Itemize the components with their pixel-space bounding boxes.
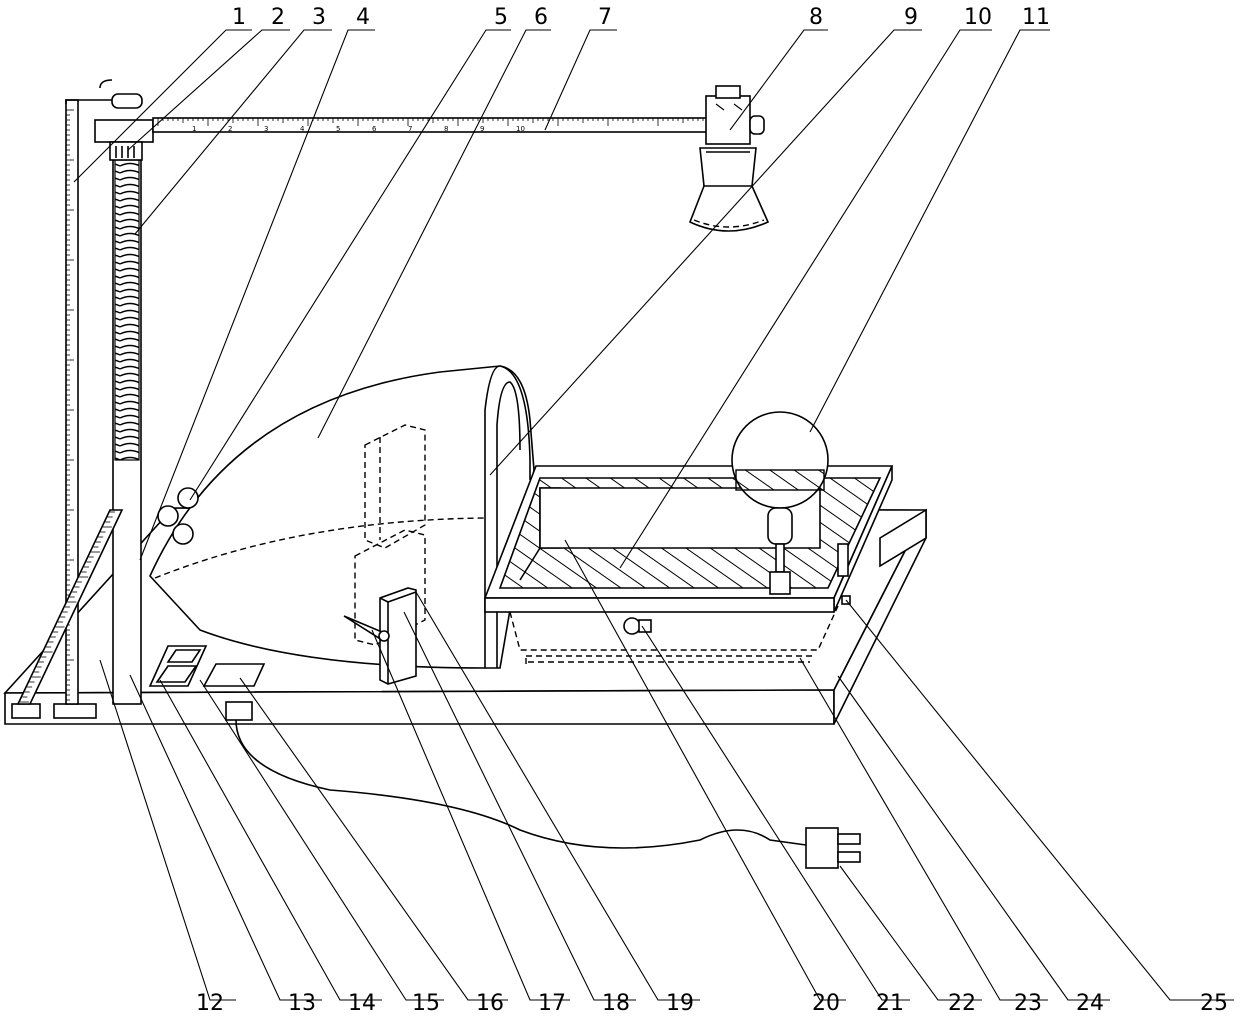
- ruler-tick-label: 5: [336, 125, 340, 133]
- label-10: 10: [964, 5, 992, 30]
- ruler-tick-label: 9: [480, 125, 484, 133]
- ruler-tick-label: 3: [264, 125, 268, 133]
- label-11: 11: [1022, 5, 1050, 30]
- bottom-labels: 12 13 14 15 16 17 18 19 20 21 22 23 24 2…: [196, 991, 1228, 1016]
- label-19: 19: [666, 991, 694, 1016]
- top-labels: 1 2 3 4 5 6 7 8 9 10 11: [232, 5, 1050, 30]
- ruler-tick-label: 7: [408, 125, 412, 133]
- label-3: 3: [312, 5, 326, 30]
- label-17: 17: [538, 991, 566, 1016]
- label-16: 16: [476, 991, 504, 1016]
- ruler-tick-label: 6: [372, 125, 377, 133]
- horizontal-ruler-arm: 1 2 3 4 5 6 7 8 9 10: [153, 118, 708, 133]
- power-cable: [236, 720, 860, 868]
- lamp-head: [690, 86, 768, 231]
- label-24: 24: [1076, 991, 1104, 1016]
- label-4: 4: [356, 5, 370, 30]
- label-18: 18: [602, 991, 630, 1016]
- label-22: 22: [948, 991, 976, 1016]
- label-1: 1: [232, 5, 246, 30]
- label-7: 7: [598, 5, 612, 30]
- label-5: 5: [494, 5, 508, 30]
- ruler-tick-label: 8: [444, 125, 448, 133]
- ruler-tick-label: 1: [192, 125, 196, 133]
- label-2: 2: [271, 5, 285, 30]
- ruler-tick-label: 10: [516, 125, 525, 133]
- label-12: 12: [196, 991, 224, 1016]
- label-25: 25: [1200, 991, 1228, 1016]
- ruler-tick-label: 2: [228, 125, 232, 133]
- label-14: 14: [348, 991, 376, 1016]
- label-6: 6: [534, 5, 548, 30]
- threaded-rod: [115, 160, 139, 460]
- label-13: 13: [288, 991, 316, 1016]
- dome-hood: [150, 366, 534, 668]
- ruler-tick-label: 4: [300, 125, 305, 133]
- label-21: 21: [876, 991, 904, 1016]
- label-23: 23: [1014, 991, 1042, 1016]
- label-20: 20: [812, 991, 840, 1016]
- label-15: 15: [412, 991, 440, 1016]
- label-9: 9: [904, 5, 918, 30]
- label-8: 8: [809, 5, 823, 30]
